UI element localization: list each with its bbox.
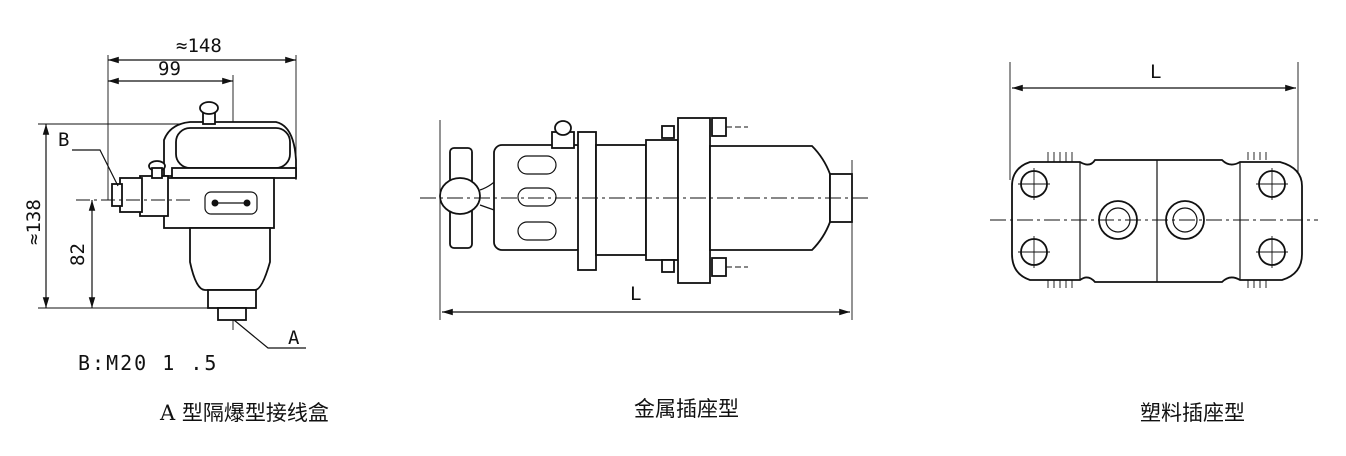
- dim-inner-width: 99: [158, 58, 181, 80]
- dim-overall-height: ≈138: [23, 199, 45, 245]
- leader-b: [72, 149, 119, 187]
- plastic-socket-drawing: [990, 62, 1318, 288]
- thread-spec: B:M20 1 .5: [78, 351, 218, 375]
- dim-length-metal: L: [630, 283, 641, 305]
- caption-metal-socket: 金属插座型: [634, 397, 739, 421]
- caption-junction-box: A 型隔爆型接线盒: [159, 401, 329, 425]
- metal-socket-drawing: [420, 117, 870, 320]
- caption-plastic-socket: 塑料插座型: [1140, 401, 1245, 425]
- junction-box-drawing: [38, 55, 306, 349]
- dim-overall-width: ≈148: [176, 35, 222, 57]
- label-a: A: [288, 327, 300, 349]
- leader-a: [233, 319, 306, 349]
- label-b: B: [58, 129, 69, 151]
- dim-axis-height: 82: [67, 243, 89, 266]
- dim-length-plastic: L: [1150, 61, 1161, 83]
